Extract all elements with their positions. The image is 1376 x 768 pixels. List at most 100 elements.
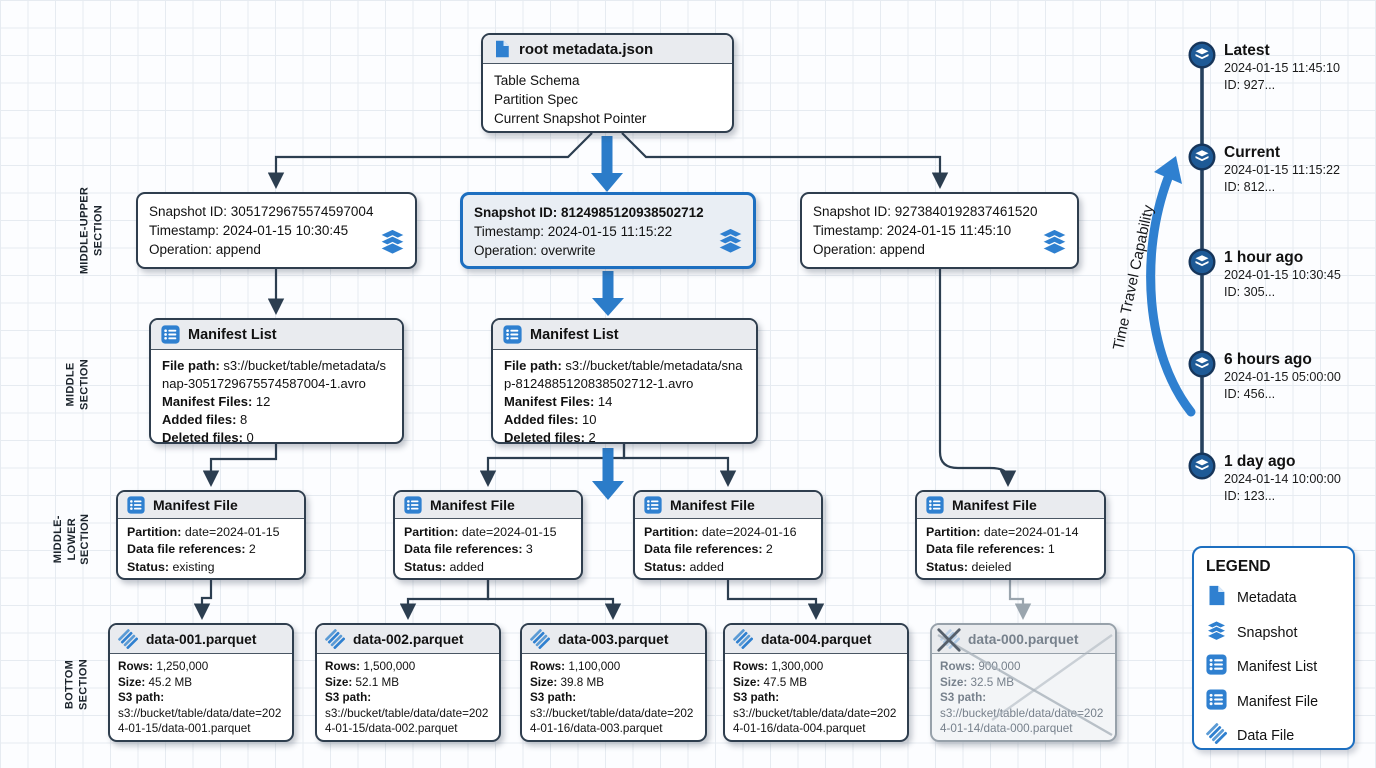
timeline-entry-6-hours-ago: 6 hours ago 2024-01-15 05:00:00 ID: 456.… bbox=[1224, 351, 1376, 402]
manifest-file-box-3: Manifest File Partition: date=2024-01-16… bbox=[633, 490, 823, 580]
size-label: Size: bbox=[118, 675, 146, 689]
size-label: Size: bbox=[325, 675, 353, 689]
layers-icon bbox=[716, 227, 745, 259]
size-value: 32.5 MB bbox=[970, 675, 1015, 689]
manifest-list-title: Manifest List bbox=[188, 326, 277, 343]
added-files-label: Added files: bbox=[162, 412, 237, 427]
data-file-name: data-000.parquet bbox=[968, 631, 1079, 647]
status-value: existing bbox=[172, 559, 215, 574]
section-label-middle-lower: MIDDLE- LOWER SECTION bbox=[51, 513, 91, 565]
legend-item-snapshot: Snapshot bbox=[1205, 619, 1341, 646]
added-files-value: 10 bbox=[582, 412, 597, 427]
legend-item-label: Data File bbox=[1237, 728, 1295, 744]
list-icon bbox=[161, 325, 180, 344]
manifest-files-value: 14 bbox=[597, 394, 613, 409]
partition-value: date=2024-01-14 bbox=[983, 525, 1079, 539]
size-value: 52.1 MB bbox=[355, 675, 400, 689]
data-file-box-0-deleted: data-000.parquet Rows: 900,000 Size: 32.… bbox=[930, 623, 1117, 742]
timeline-entry-id: ID: 305... bbox=[1224, 284, 1276, 299]
timeline-entry-title: 1 hour ago bbox=[1224, 249, 1304, 266]
rows-value: 1,250,000 bbox=[156, 660, 209, 673]
s3-path-value: s3://bucket/table/data/date=2024-01-16/d… bbox=[530, 706, 694, 736]
manifest-files-label: Manifest Files: bbox=[162, 394, 253, 409]
legend-item-manifest-list: Manifest List bbox=[1206, 654, 1341, 680]
refs-label: Data file references: bbox=[404, 542, 523, 557]
rows-value: 1,500,000 bbox=[363, 660, 416, 673]
legend-item-data-file: Data File bbox=[1206, 723, 1341, 749]
partition-value: date=2024-01-15 bbox=[184, 525, 280, 539]
status-label: Status: bbox=[926, 559, 968, 574]
data-file-box-3: data-003.parquet Rows: 1,100,000 Size: 3… bbox=[520, 623, 707, 742]
root-metadata-box: root metadata.json Table Schema Partitio… bbox=[481, 33, 734, 133]
wire-manifestfile2-to-data002 bbox=[399, 580, 490, 620]
manifest-file-title: Manifest File bbox=[153, 497, 238, 513]
list-icon bbox=[1206, 654, 1227, 680]
wire-manifestfile2-to-data003 bbox=[486, 580, 622, 620]
partition-label: Partition: bbox=[404, 525, 459, 539]
snapshot-timestamp: Timestamp: 2024-01-15 10:30:45 bbox=[149, 223, 349, 238]
s3-path-value: s3://bucket/table/data/date=2024-01-14/d… bbox=[940, 706, 1104, 736]
data-file-name: data-004.parquet bbox=[761, 631, 872, 647]
stripes-icon bbox=[1206, 723, 1228, 749]
s3-path-value: s3://bucket/table/data/date=2024-01-16/d… bbox=[733, 706, 897, 736]
deleted-files-label: Deleted files: bbox=[504, 430, 585, 445]
wire-manifestfile1-to-data001 bbox=[193, 580, 213, 620]
partition-label: Partition: bbox=[644, 525, 699, 539]
legend-title: LEGEND bbox=[1206, 558, 1271, 575]
file-icon bbox=[1206, 585, 1227, 611]
legend: LEGEND Metadata Snapshot Manifest List M… bbox=[1192, 546, 1355, 750]
timeline-entry-title: 1 day ago bbox=[1224, 453, 1296, 470]
section-label-bottom: BOTTOM SECTION bbox=[63, 659, 90, 710]
refs-label: Data file references: bbox=[644, 542, 763, 557]
root-line-pointer: Current Snapshot Pointer bbox=[494, 111, 647, 126]
refs-value: 1 bbox=[1047, 542, 1055, 557]
snapshot-operation: Operation: append bbox=[149, 242, 261, 257]
delete-x-icon bbox=[936, 627, 962, 656]
file-path-label: File path: bbox=[504, 358, 562, 373]
partition-label: Partition: bbox=[926, 525, 981, 539]
snapshot-timestamp: Timestamp: 2024-01-15 11:15:22 bbox=[474, 224, 673, 239]
rows-label: Rows: bbox=[733, 660, 769, 673]
timeline-entry-title: Current bbox=[1224, 144, 1280, 161]
rows-value: 900,000 bbox=[978, 660, 1021, 673]
legend-item-label: Manifest List bbox=[1237, 659, 1318, 675]
rows-label: Rows: bbox=[118, 660, 154, 673]
manifest-list-box-2: Manifest List File path: s3://bucket/tab… bbox=[491, 318, 758, 445]
size-label: Size: bbox=[530, 675, 558, 689]
refs-label: Data file references: bbox=[127, 542, 246, 557]
section-label-middle: MIDDLE SECTION bbox=[64, 359, 91, 410]
timeline-entry-current: Current 2024-01-15 11:15:22 ID: 812... bbox=[1224, 144, 1376, 195]
rows-value: 1,300,000 bbox=[771, 660, 824, 673]
timeline-node-icon bbox=[1188, 248, 1216, 276]
wire-snapshot3-to-manifestfile4 bbox=[938, 269, 1017, 487]
status-label: Status: bbox=[644, 559, 686, 574]
partition-label: Partition: bbox=[127, 525, 182, 539]
timeline-entry-timestamp: 2024-01-15 05:00:00 bbox=[1224, 370, 1341, 384]
size-label: Size: bbox=[733, 675, 761, 689]
deleted-files-value: 0 bbox=[246, 430, 254, 445]
timeline-entry-timestamp: 2024-01-14 10:00:00 bbox=[1224, 472, 1341, 486]
manifest-files-label: Manifest Files: bbox=[504, 394, 595, 409]
stripes-icon bbox=[733, 629, 753, 649]
manifest-file-box-4: Manifest File Partition: date=2024-01-14… bbox=[915, 490, 1106, 580]
timeline-entry-id: ID: 812... bbox=[1224, 179, 1276, 194]
list-icon bbox=[926, 496, 944, 514]
rows-value: 1,100,000 bbox=[568, 660, 621, 673]
s3-path-label: S3 path: bbox=[940, 691, 987, 705]
timeline-entry-timestamp: 2024-01-15 10:30:45 bbox=[1224, 268, 1341, 282]
layers-icon bbox=[1040, 228, 1069, 260]
legend-item-manifest-file: Manifest File bbox=[1206, 688, 1341, 715]
root-line-partition: Partition Spec bbox=[494, 92, 579, 107]
snapshot-id: Snapshot ID: 8124985120938502712 bbox=[474, 205, 704, 220]
snapshot-id: Snapshot ID: 9273840192837461520 bbox=[813, 204, 1038, 219]
data-file-name: data-001.parquet bbox=[146, 631, 257, 647]
rows-label: Rows: bbox=[940, 660, 976, 673]
timeline-entry-1-hour-ago: 1 hour ago 2024-01-15 10:30:45 ID: 305..… bbox=[1224, 249, 1376, 300]
s3-path-label: S3 path: bbox=[733, 691, 780, 705]
status-value: added bbox=[449, 559, 484, 574]
refs-value: 2 bbox=[248, 542, 256, 557]
data-file-name: data-003.parquet bbox=[558, 631, 669, 647]
root-line-schema: Table Schema bbox=[494, 73, 580, 88]
rows-label: Rows: bbox=[325, 660, 361, 673]
size-value: 45.2 MB bbox=[148, 675, 193, 689]
